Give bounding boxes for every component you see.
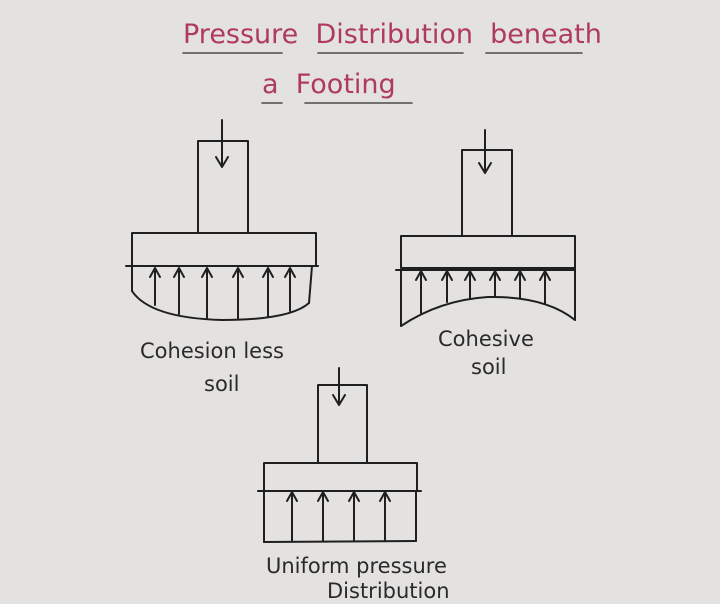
pressure-arrow-head [464,270,476,281]
title-group: Pressure Distribution beneath a Footing [182,19,602,104]
pressure-arrows [149,267,296,320]
title-line-2: a Footing [262,69,396,100]
diagram-label-line-1: Uniform pressure [266,554,447,578]
pressure-arrows [286,491,391,542]
pressure-arrow-head [317,491,329,502]
pressure-arrow-head [415,270,427,281]
footing-slab [131,232,317,267]
pressure-arrow-head [262,267,274,278]
pressure-arrow-head [201,267,213,278]
load-arrow-head [332,394,346,406]
pressure-arrows [415,270,551,314]
pressure-arrow-head [173,267,185,278]
column [461,149,513,237]
title-line-1: Pressure Distribution beneath [183,19,602,50]
pressure-curve [400,295,576,327]
pressure-arrow-head [489,270,501,281]
diagram-label-line-2: soil [204,372,239,396]
diagram-label-line-2: Distribution [327,579,450,603]
load-arrow-head [215,156,229,168]
pressure-arrow-head [441,270,453,281]
footing-slab [263,462,418,492]
column [317,384,368,464]
diagram-uniform: Uniform pressure Distribution [257,367,450,603]
pressure-curve [131,290,310,321]
pressure-side-right [308,265,313,304]
pressure-arrow-head [232,267,244,278]
pressure-bottom-line [263,540,417,543]
diagram-label-line-1: Cohesive [438,327,534,351]
pressure-arrow-head [514,270,526,281]
diagram-cohesive: Cohesive soil [395,129,576,379]
footing-slab [400,235,576,269]
pressure-arrow-head [539,270,551,281]
diagram-label-line-1: Cohesion less [140,339,284,363]
pressure-arrow-head [286,491,298,502]
pressure-arrow-head [379,491,391,502]
load-arrow-head [478,162,492,174]
diagram-label-line-2: soil [471,355,506,379]
pressure-arrow-head [348,491,360,502]
pressure-arrow-head [149,267,161,278]
diagram-cohesionless: Cohesion less soil [125,119,319,396]
pressure-arrow-head [284,267,296,278]
